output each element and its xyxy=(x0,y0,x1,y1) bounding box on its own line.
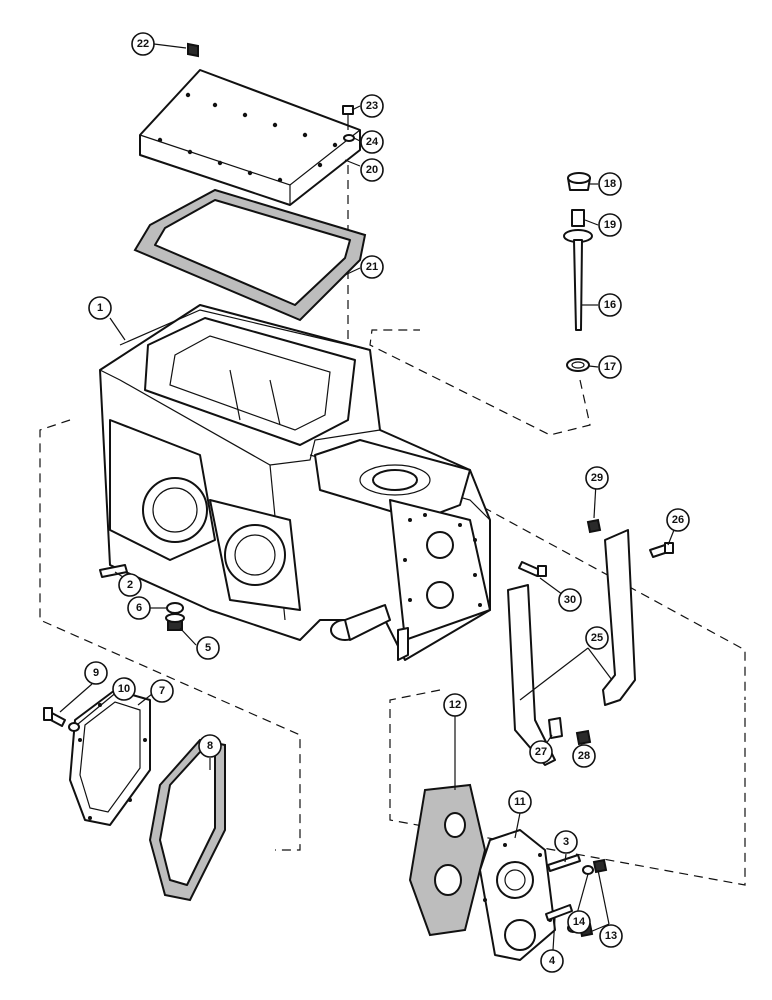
svg-text:11: 11 xyxy=(514,796,526,808)
plug xyxy=(187,42,199,58)
callout-29: 29 xyxy=(585,466,609,490)
callout-9: 9 xyxy=(84,661,108,685)
dipstick xyxy=(563,229,593,331)
side-cover-stud-upper xyxy=(547,854,581,872)
mounting-bracket-left xyxy=(507,584,556,766)
callout-22: 22 xyxy=(131,32,155,56)
assembly-boundary-right xyxy=(469,499,746,700)
svg-text:10: 10 xyxy=(118,683,130,695)
svg-text:22: 22 xyxy=(137,38,149,50)
svg-text:4: 4 xyxy=(549,955,556,967)
callout-20: 20 xyxy=(360,158,384,182)
bracket-stud xyxy=(548,717,563,739)
housing-seal xyxy=(166,602,184,614)
filler-sleeve xyxy=(571,209,585,227)
svg-text:20: 20 xyxy=(366,164,378,176)
callout-17: 17 xyxy=(598,355,622,379)
callout-8: 8 xyxy=(198,734,222,758)
rear-cover-bolt xyxy=(43,707,66,727)
callout-14: 14 xyxy=(567,910,591,934)
svg-text:24: 24 xyxy=(366,136,379,148)
svg-text:18: 18 xyxy=(604,178,616,190)
svg-text:8: 8 xyxy=(207,740,213,752)
svg-text:30: 30 xyxy=(564,594,576,606)
bracket-stud-nut xyxy=(575,729,592,746)
dipstick-boundary xyxy=(369,329,591,436)
svg-text:17: 17 xyxy=(604,361,616,373)
callout-13: 13 xyxy=(599,924,623,948)
callout-23: 23 xyxy=(360,94,384,118)
svg-text:9: 9 xyxy=(93,667,99,679)
svg-text:2: 2 xyxy=(127,579,133,591)
side-cover xyxy=(479,829,556,961)
callout-27: 27 xyxy=(529,740,553,764)
top-gasket xyxy=(133,188,367,322)
svg-text:28: 28 xyxy=(578,750,590,762)
callout-24: 24 xyxy=(360,130,384,154)
callout-16: 16 xyxy=(598,293,622,317)
callout-2: 2 xyxy=(118,573,142,597)
svg-text:25: 25 xyxy=(591,632,603,644)
svg-text:12: 12 xyxy=(449,699,461,711)
housing-plug xyxy=(165,613,185,631)
callout-5: 5 xyxy=(196,636,220,660)
svg-text:7: 7 xyxy=(159,685,165,697)
callout-3: 3 xyxy=(554,830,578,854)
callout-21: 21 xyxy=(360,255,384,279)
svg-text:3: 3 xyxy=(563,836,569,848)
svg-text:19: 19 xyxy=(604,219,616,231)
main-housing xyxy=(99,304,491,661)
side-cover-stud-lower xyxy=(545,904,573,921)
side-cover-gasket xyxy=(408,783,487,937)
callout-10: 10 xyxy=(112,677,136,701)
cover-washer xyxy=(343,134,355,142)
svg-text:6: 6 xyxy=(136,602,142,614)
callout-30: 30 xyxy=(558,588,582,612)
svg-text:21: 21 xyxy=(366,261,378,273)
callout-12: 12 xyxy=(443,693,467,717)
assembly-boundary-lower-right xyxy=(389,689,746,886)
assembly-boundary-left xyxy=(39,419,301,851)
callout-6: 6 xyxy=(127,596,151,620)
rear-cover-washer xyxy=(68,722,80,732)
svg-text:27: 27 xyxy=(535,746,547,758)
svg-text:16: 16 xyxy=(604,299,616,311)
top-cover-plate xyxy=(139,69,361,206)
svg-text:5: 5 xyxy=(205,642,211,654)
callout-19: 19 xyxy=(598,213,622,237)
bracket-bolt-left xyxy=(518,561,547,577)
svg-text:29: 29 xyxy=(591,472,603,484)
svg-text:26: 26 xyxy=(672,514,684,526)
rear-cover-gasket xyxy=(148,738,226,902)
mounting-bracket-right xyxy=(602,529,636,706)
bracket-bolt-right xyxy=(649,542,674,558)
callout-1: 1 xyxy=(88,296,112,320)
housing-stud xyxy=(99,564,128,578)
callout-26: 26 xyxy=(666,508,690,532)
callout-11: 11 xyxy=(508,790,532,814)
svg-text:14: 14 xyxy=(573,916,586,928)
dipstick-washer xyxy=(566,358,590,372)
callout-18: 18 xyxy=(598,172,622,196)
svg-text:13: 13 xyxy=(605,930,617,942)
callout-25: 25 xyxy=(585,626,609,650)
bracket-nut xyxy=(586,518,602,534)
callout-7: 7 xyxy=(150,679,174,703)
filler-cap xyxy=(567,172,591,191)
rear-cover xyxy=(69,689,151,826)
leader-lines xyxy=(59,43,677,951)
svg-text:1: 1 xyxy=(97,302,103,314)
callout-28: 28 xyxy=(572,744,596,768)
svg-text:23: 23 xyxy=(366,100,378,112)
callout-4: 4 xyxy=(540,949,564,973)
